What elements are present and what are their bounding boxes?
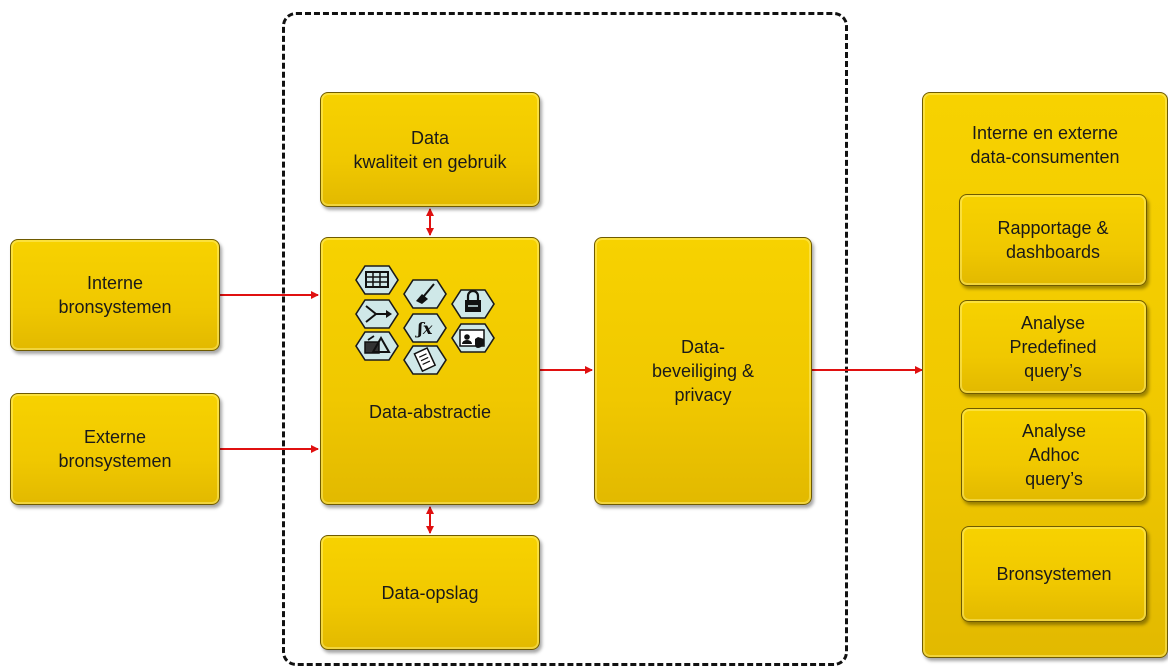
internal-sources-line-1: Interne [86, 273, 144, 293]
consumer-item-adhoc: Analyse Adhoc query’s [961, 408, 1147, 502]
svg-text:ʃx: ʃx [415, 319, 433, 338]
consumer-item-line: query’s [1025, 469, 1083, 489]
consumer-item-line: Bronsystemen [996, 564, 1112, 584]
security-line-3: privacy [674, 385, 732, 405]
abstraction-icon-cluster: ʃx [355, 265, 495, 375]
security-line-1: Data- [680, 337, 725, 357]
merge-icon [355, 299, 399, 329]
data-quality-line-1: Data [410, 127, 450, 148]
consumer-item-source-systems: Bronsystemen [961, 526, 1147, 622]
data-storage-label: Data-opslag [381, 582, 479, 603]
lock-icon [451, 289, 495, 319]
broom-icon [403, 279, 447, 309]
external-sources-line-2: bronsystemen [58, 451, 172, 471]
consumer-item-line: query’s [1024, 361, 1082, 381]
external-sources-box: Externe bronsystemen [10, 393, 220, 505]
consumer-item-line: Rapportage & [997, 218, 1109, 238]
identity-card-icon [451, 323, 495, 353]
internal-sources-line-2: bronsystemen [58, 297, 172, 317]
data-storage-box: Data-opslag [320, 535, 540, 650]
security-privacy-box: Data- beveiliging & privacy [594, 237, 812, 505]
consumer-item-line: Analyse [1021, 421, 1087, 441]
consumer-item-line: Analyse [1020, 313, 1086, 333]
consumer-item-line: Predefined [1009, 337, 1097, 357]
grid-icon [355, 265, 399, 295]
consumer-item-reporting: Rapportage & dashboards [959, 194, 1147, 286]
consumers-title-line-1: Interne en externe [971, 123, 1119, 143]
consumer-item-predefined: Analyse Predefined query’s [959, 300, 1147, 394]
data-quality-line-2: kwaliteit en gebruik [353, 151, 507, 172]
document-icon [403, 345, 447, 375]
shapes-icon [355, 331, 399, 361]
consumer-item-line: Adhoc [1028, 445, 1080, 465]
data-consumers-title: Interne en externe data-consumenten [923, 121, 1167, 169]
function-icon: ʃx [403, 313, 447, 343]
data-quality-box: Data kwaliteit en gebruik [320, 92, 540, 207]
consumer-item-line: dashboards [1005, 242, 1101, 262]
consumers-title-line-2: data-consumenten [970, 147, 1120, 167]
security-line-2: beveiliging & [651, 361, 755, 381]
internal-sources-box: Interne bronsystemen [10, 239, 220, 351]
platform-boundary [282, 12, 848, 666]
data-abstraction-label: Data-abstractie [368, 402, 492, 422]
external-sources-line-1: Externe [83, 427, 147, 447]
